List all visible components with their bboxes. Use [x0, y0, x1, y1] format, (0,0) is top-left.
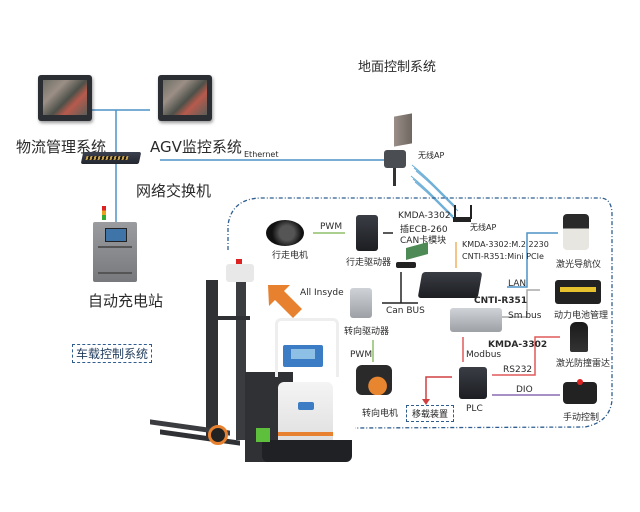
drive-motor-label: 行走电机 [272, 251, 309, 261]
network-switch-label: 网络交换机 [136, 182, 212, 200]
forklift-wheel [208, 425, 228, 445]
logistics-system-label: 物流管理系统 [16, 138, 107, 156]
onboard-region-border [227, 197, 613, 429]
ground-ap-label: 无线AP [418, 151, 445, 160]
steering-motor-label: 转向电机 [362, 409, 399, 419]
drive-driver-icon [356, 215, 378, 251]
ap-antenna-panel-icon [394, 113, 412, 147]
forklift-mast-left [206, 280, 218, 440]
wifi-waves [410, 164, 459, 223]
agv-monitor-icon [158, 75, 212, 121]
transfer-arrowhead [422, 399, 430, 405]
ap-box-icon [384, 150, 406, 168]
transfer-line [425, 376, 452, 402]
laser-anticollision-icon [570, 322, 588, 352]
forklift-base [262, 440, 352, 462]
manual-control-icon [563, 379, 597, 404]
pwm-drive-label: PWM [320, 222, 343, 232]
ap-pole-icon [393, 168, 396, 186]
dio-label: DIO [516, 385, 533, 395]
all-insyde-arrow [268, 285, 302, 318]
forklift-handle-frame [275, 318, 339, 377]
battery-mgmt-label: 动力电池管理 [554, 311, 609, 321]
kmda-3302-label: KMDA-3302 [488, 340, 548, 350]
network-switch-icon [80, 152, 142, 164]
lan-line [507, 232, 558, 288]
ground-system-title: 地面控制系统 [358, 60, 437, 75]
logistics-monitor-icon [38, 75, 92, 121]
rs232-line [492, 336, 560, 376]
rs232-label: RS232 [503, 365, 533, 375]
cnti-r351-label: CNTI-R351 [474, 296, 528, 306]
forklift-top-sensor [226, 259, 254, 282]
can-card-line1: KMDA-3302 [398, 211, 451, 221]
charging-station-icon [93, 222, 137, 282]
plc-label: PLC [466, 404, 483, 414]
drive-driver-label: 行走驱动器 [346, 258, 392, 268]
steering-driver-icon [350, 288, 372, 318]
battery-mgmt-icon [555, 280, 601, 304]
modbus-label: Modbus [466, 350, 502, 360]
onboard-ap-label: 无线AP [470, 223, 497, 232]
plc-icon [459, 367, 487, 399]
onboard-system-title: 车载控制系统 [72, 344, 153, 363]
pwm-steer-label: PWM [350, 350, 373, 360]
laser-nav-icon [563, 214, 589, 250]
forklift-control-panel [283, 345, 323, 367]
kmda-3302-icon [450, 308, 502, 332]
charging-station-label: 自动充电站 [88, 292, 164, 310]
steering-driver-label: 转向驱动器 [344, 327, 390, 337]
wifi-module-line2: CNTI-R351:Mini PCIe [462, 252, 544, 261]
drive-motor-icon [266, 220, 304, 246]
cnti-r351-icon [417, 272, 483, 298]
smbus-label: Sm bus [508, 311, 542, 321]
onboard-ap-antennas-icon [454, 205, 472, 219]
all-insyde-label: All Insyde [300, 288, 344, 298]
can-card-line3: CAN卡模块 [400, 236, 447, 246]
onboard-ap-icon [453, 217, 471, 222]
smbus-line [502, 289, 540, 318]
steering-motor-icon [356, 365, 392, 395]
laser-anticollision-label: 激光防撞雷达 [556, 359, 611, 369]
forklift-crossbar [206, 316, 250, 320]
wifi-module-line1: KMDA-3302:M.2 2230 [462, 240, 549, 249]
ethernet-label: Ethernet [244, 150, 279, 159]
agv-monitor-system-label: AGV监控系统 [150, 138, 242, 156]
manual-control-label: 手动控制 [563, 413, 600, 423]
forklift-mast-right [236, 280, 246, 440]
signal-lamp-icon [102, 206, 106, 220]
transfer-device-box: 移载装置 [406, 405, 455, 422]
can-card-line2: 插ECB-260 [400, 225, 448, 235]
can-bus-label: Can BUS [386, 306, 425, 316]
forklift-green-label [256, 428, 270, 442]
can-connectors-icon [396, 262, 416, 268]
lan-label: LAN [508, 279, 527, 289]
laser-nav-label: 激光导航仪 [556, 260, 602, 270]
